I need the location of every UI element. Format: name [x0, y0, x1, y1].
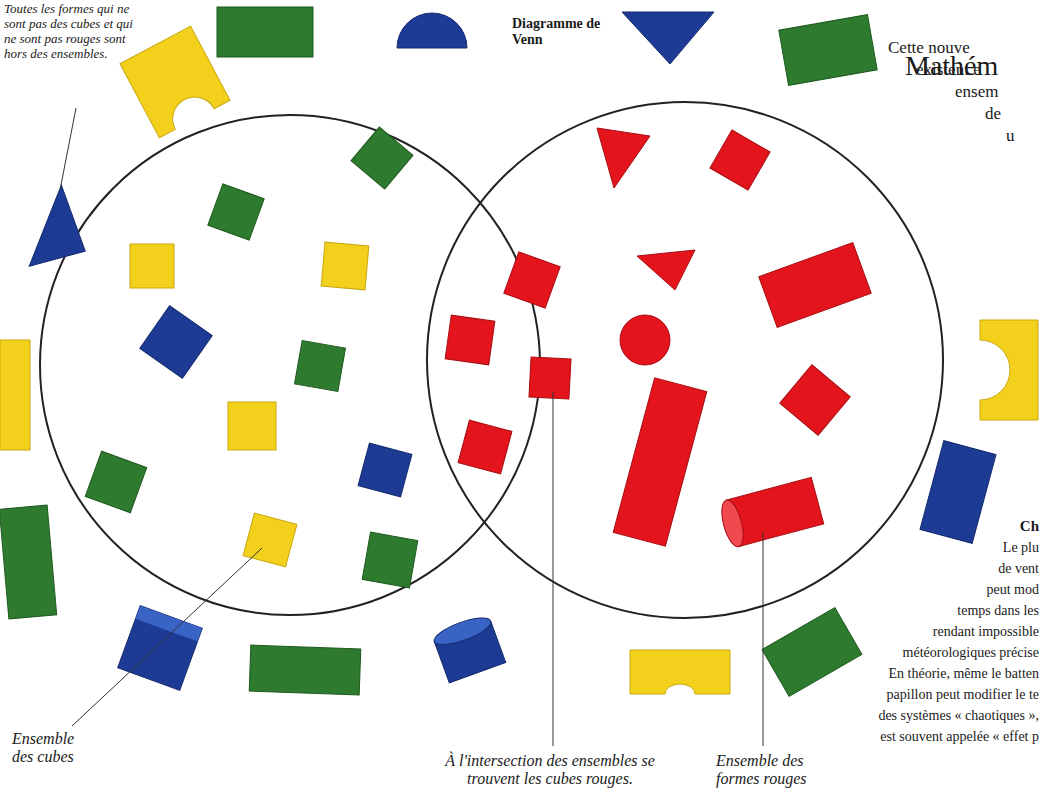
leader-line [72, 548, 262, 726]
red-cube [445, 315, 495, 365]
sidebar-line: temps dans les [957, 603, 1039, 619]
green-cube [362, 532, 418, 588]
red-cube [529, 357, 571, 399]
red-triangle [597, 128, 650, 188]
intersection-caption: À l'intersection des ensembles se trouve… [440, 752, 660, 789]
green-block [779, 15, 877, 86]
outside-note: Toutes les formes qui ne sont pas des cu… [4, 2, 136, 62]
green-block [249, 645, 361, 695]
red-disc [620, 315, 670, 365]
red-set-circle [427, 102, 943, 618]
green-block [762, 608, 862, 697]
sidebar-line: En théorie, même le batten [889, 666, 1039, 682]
sidebar-line: rendant impossible [933, 624, 1039, 640]
sidebar-line: Le plu [1003, 540, 1039, 556]
red-cube [458, 420, 512, 474]
yellow-cube [130, 244, 174, 288]
cube-set-circle [40, 115, 540, 615]
blue-cube [140, 306, 212, 378]
red-shape-blocks [597, 128, 871, 549]
sidebar-line: des systèmes « chaotiques », [878, 708, 1039, 724]
blue-half-disc [397, 13, 467, 48]
leader-line [763, 532, 764, 746]
sidebar-line: peut mod [987, 582, 1040, 598]
set-caption: Ensemble des cubes [12, 730, 84, 767]
sidebar-line: est souvent appelée « effet p [880, 729, 1039, 745]
intro-fragment: ensem [955, 82, 998, 102]
intro-fragment: de [985, 104, 1001, 124]
yellow-cube [321, 242, 369, 290]
blue-cube [118, 606, 203, 691]
blue-triangle [11, 184, 85, 267]
green-cube [85, 451, 147, 513]
intro-fragment: u [1006, 126, 1015, 146]
leader-line [553, 392, 554, 746]
green-cube [295, 341, 346, 392]
blue-cube [358, 443, 412, 497]
red-cylinder [718, 477, 824, 548]
red-long-block [613, 378, 707, 547]
red-triangle [637, 250, 695, 290]
yellow-cube [243, 513, 297, 567]
intro-fragment: existent e [916, 60, 981, 80]
sidebar-line: papillon peut modifier le te [887, 687, 1039, 703]
sidebar-line: de vent [998, 561, 1039, 577]
yellow-arch-block [120, 26, 230, 138]
intro-fragment: Cette nouve [888, 38, 970, 58]
cube-set-blocks [85, 127, 418, 588]
sidebar-line: météorologiques précise [903, 645, 1039, 661]
green-cube [208, 184, 264, 240]
diagram-heading: Diagramme de Venn [512, 16, 607, 48]
yellow-cube [228, 402, 276, 450]
red-cube [780, 365, 850, 435]
green-block [217, 7, 313, 57]
yellow-arch-block [980, 320, 1038, 420]
green-block [0, 505, 57, 619]
yellow-arch-block [630, 650, 730, 694]
leader-line [60, 108, 76, 190]
green-cube [351, 127, 413, 189]
blue-triangle [622, 12, 714, 64]
yellow-block [0, 340, 30, 450]
blue-block [920, 441, 996, 544]
red-block [759, 243, 871, 328]
blue-cylinder [431, 613, 506, 683]
red-cube-blocks [445, 252, 571, 474]
set-caption: Ensemble des formes rouges [716, 752, 826, 789]
red-cube [504, 252, 560, 308]
red-cube [710, 130, 770, 190]
sidebar-heading-fragment: Ch [1020, 518, 1039, 535]
